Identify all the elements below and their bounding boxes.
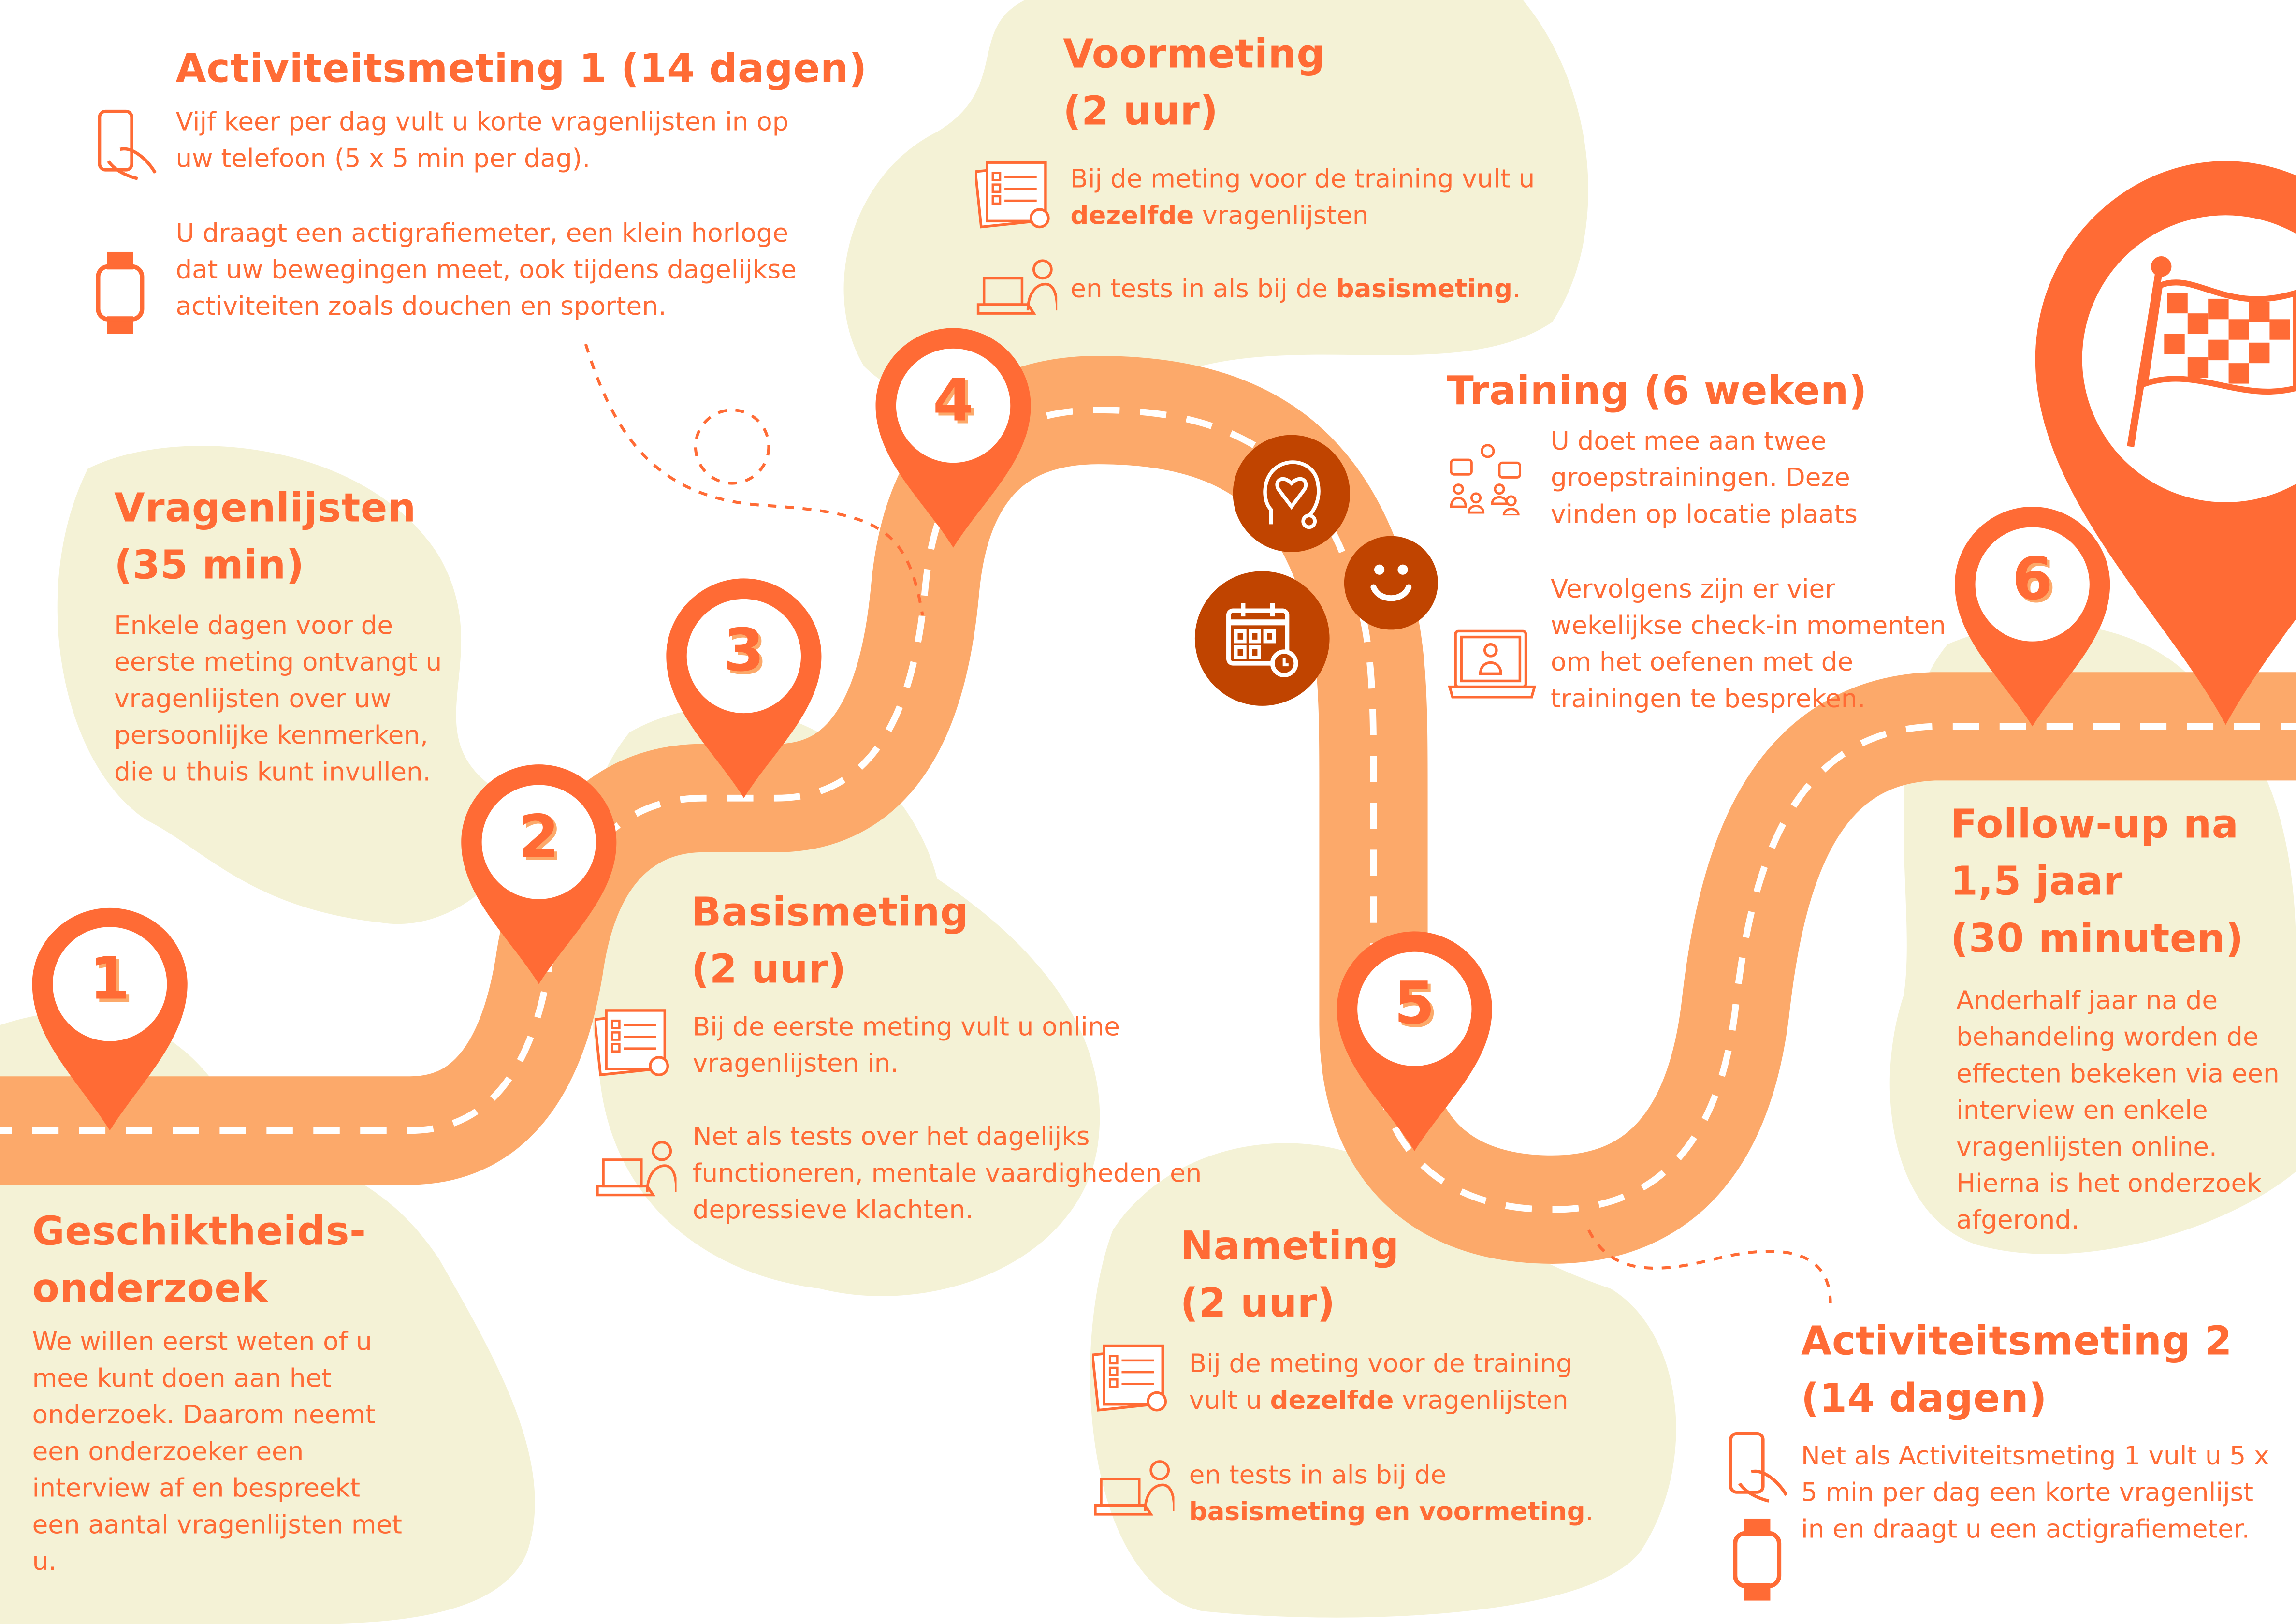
step5-title: Nameting (2 uur) [1180,1224,1399,1327]
step3-text-1: Bij de eerste meting vult u online vrage… [692,1013,1120,1080]
pin-5 [1337,931,1492,1151]
video-call-laptop-icon [1448,629,1537,699]
pin-1 [32,907,188,1131]
step5-text-2: en tests in als bij de basismeting en vo… [1189,1461,1594,1528]
questionnaire-icon [594,1009,669,1077]
phone-hand-icon [98,109,157,180]
finish-flag-pin [2035,161,2296,725]
step-pins [32,328,2110,1151]
group-discussion-icon [1450,444,1521,516]
step3-text-2: Net als tests over het dagelijks functio… [692,1123,1202,1226]
step1-text: We willen eerst weten of u mee kunt doen… [32,1328,402,1578]
laptop-person-icon [1094,1460,1175,1516]
training-text-2: Vervolgens zijn er vier wekelijkse check… [1551,575,1946,715]
step6-text: Anderhalf jaar na de behandeling worden … [1956,987,2280,1236]
step4-text-2: en tests in als bij de basismeting. [1070,275,1521,305]
pin-3 [666,578,822,798]
smiley-icon [1344,536,1438,630]
training-text-1: U doet mee aan twee groepstrainingen. De… [1551,427,1858,530]
pin-4 [875,328,1031,548]
step1-title: Geschiktheids- onderzoek [32,1209,366,1312]
step2-title: Vragenlijsten (35 min) [114,486,416,589]
smartwatch-icon [1733,1518,1782,1601]
pin-2 [461,764,617,984]
laptop-person-icon [976,259,1058,315]
laptop-person-icon [596,1141,677,1197]
pin-6 [1955,506,2110,727]
activity1-text-2: U draagt een actigrafiemeter, een klein … [175,219,797,322]
smartwatch-icon [96,251,145,334]
dashed-connectors [584,343,1832,1303]
step2-text: Enkele dagen voor de eerste meting ontva… [114,612,442,788]
step3-title: Basismeting (2 uur) [691,890,969,993]
activity1-title: Activiteitsmeting 1 (14 dagen) [175,46,867,92]
activity1-text-1: Vijf keer per dag vult u korte vragenlij… [175,108,789,175]
training-title: Training (6 weken) [1446,369,1867,415]
phone-hand-icon [1729,1432,1788,1503]
step4-text-1: Bij de meting voor de training vult u de… [1070,165,1535,232]
questionnaire-icon [1092,1344,1167,1412]
step6-title: Follow-up na 1,5 jaar (30 minuten) [1950,802,2244,962]
questionnaire-icon [975,161,1050,229]
step4-title: Voormeting (2 uur) [1063,32,1325,135]
checkered-flag-icon [2127,256,2296,448]
activity2-title: Activiteitsmeting 2 (14 dagen) [1801,1319,2233,1422]
step5-text-1: Bij de meting voor de training vult u de… [1189,1350,1572,1416]
calendar-icon [1194,571,1330,706]
activity2-text: Net als Activiteitsmeting 1 vult u 5 x 5… [1801,1442,2269,1545]
mental-health-icon [1233,435,1351,552]
